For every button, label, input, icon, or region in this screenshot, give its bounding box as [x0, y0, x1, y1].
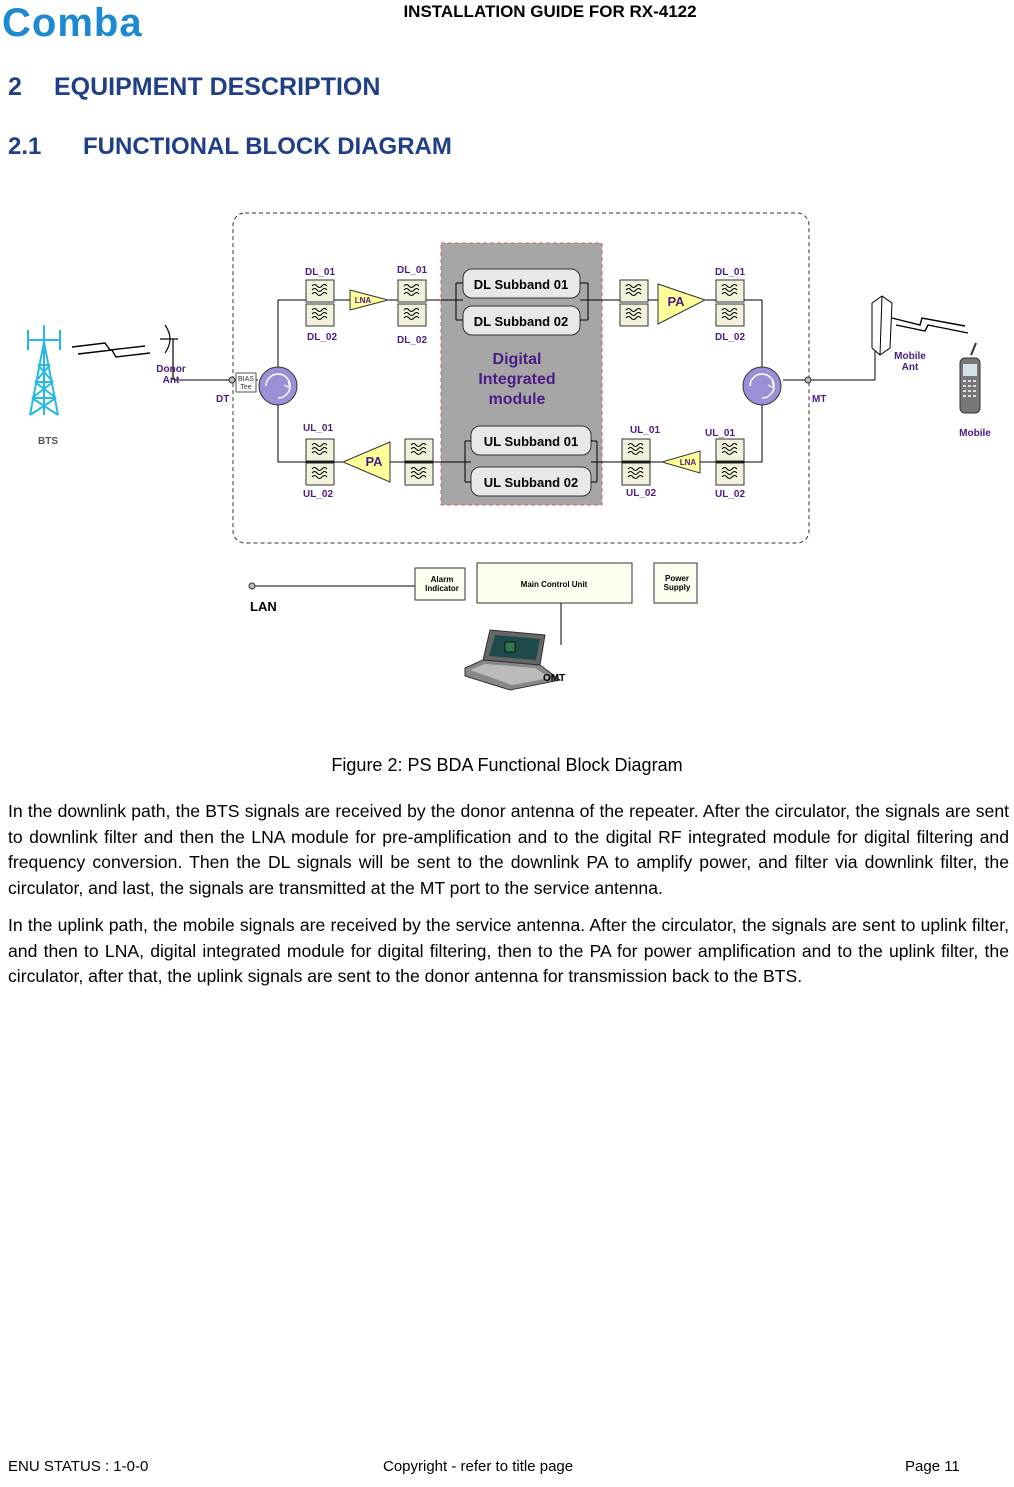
section-title: EQUIPMENT DESCRIPTION: [54, 73, 381, 101]
comba-logo: Comba: [2, 2, 143, 44]
ul-subband-02: UL Subband 02: [470, 466, 592, 497]
svg-text:Comba: Comba: [2, 2, 143, 44]
document-title: INSTALLATION GUIDE FOR RX-4122: [403, 2, 697, 21]
svg-text:Tee: Tee: [240, 384, 251, 391]
mobile-label: Mobile: [959, 428, 991, 439]
donor-antenna: [160, 324, 178, 380]
svg-text:LNA: LNA: [355, 296, 372, 305]
lan-label: LAN: [250, 599, 277, 614]
subsection-heading: 2.1 FUNCTIONAL BLOCK DIAGRAM: [8, 133, 452, 161]
dt-label: DT: [216, 394, 229, 405]
svg-text:DL_01: DL_01: [305, 267, 335, 278]
dl-input-filter: [305, 279, 335, 327]
footer-page-number: Page 11: [905, 1458, 960, 1475]
omt-label: OMT: [543, 673, 565, 684]
svg-text:LNA: LNA: [680, 458, 697, 467]
uplink-paragraph: In the uplink path, the mobile signals a…: [8, 915, 1009, 987]
ul-input-filter: [715, 438, 745, 486]
ul-pa-filter: [404, 438, 434, 486]
svg-text:DL_01: DL_01: [397, 265, 427, 276]
figure-caption: Figure 2: PS BDA Functional Block Diagra…: [331, 755, 683, 775]
dl-subband-01: DL Subband 01: [462, 268, 581, 299]
dl-lna: LNA: [349, 289, 390, 311]
dl-subband-02: DL Subband 02: [462, 305, 581, 336]
svg-text:UL_01: UL_01: [303, 423, 333, 434]
footer-status: ENU STATUS : 1-0-0: [8, 1458, 149, 1475]
svg-text:DL Subband 01: DL Subband 01: [474, 277, 568, 292]
svg-text:PA: PA: [365, 454, 383, 469]
mobile-phone-icon: [959, 342, 981, 414]
dt-port: [228, 376, 236, 384]
svg-text:Indicator: Indicator: [425, 584, 459, 593]
subsection-title: FUNCTIONAL BLOCK DIAGRAM: [83, 133, 452, 160]
svg-text:Supply: Supply: [664, 583, 691, 592]
dl-output-filter: [715, 279, 745, 327]
svg-text:UL_01: UL_01: [705, 428, 735, 439]
band-labels: DL_01 DL_02 DL_01 DL_02 DL_01 DL_02 UL_0…: [303, 265, 745, 500]
dl-lna-filter: [397, 279, 427, 327]
svg-text:BIAS: BIAS: [238, 376, 254, 383]
power-supply: Power Supply: [653, 562, 698, 604]
svg-text:UL_02: UL_02: [715, 489, 745, 500]
ul-lna: LNA: [660, 450, 701, 474]
dl-pa: PA: [657, 283, 707, 325]
ul-output-filter: [305, 438, 335, 486]
svg-text:UL Subband 01: UL Subband 01: [484, 434, 578, 449]
svg-text:DL_01: DL_01: [715, 267, 745, 278]
svg-text:UL_01: UL_01: [630, 425, 660, 436]
ul-lna-filter: [621, 438, 651, 486]
footer-copyright: Copyright - refer to title page: [383, 1458, 574, 1475]
svg-text:Alarm: Alarm: [431, 575, 454, 584]
donor-circulator: [258, 366, 298, 406]
donor-link-bolt: [71, 342, 151, 358]
section-heading: 2 EQUIPMENT DESCRIPTION: [8, 73, 380, 102]
svg-text:DL_02: DL_02: [307, 332, 337, 343]
subsection-number: 2.1: [8, 133, 42, 160]
mt-label: MT: [812, 394, 826, 405]
svg-text:UL Subband 02: UL Subband 02: [484, 475, 578, 490]
svg-text:Power: Power: [665, 574, 689, 583]
downlink-paragraph: In the downlink path, the BTS signals ar…: [8, 801, 1009, 898]
service-circulator: [742, 366, 782, 406]
mt-port: [804, 376, 812, 384]
laptop-icon: [464, 629, 562, 691]
svg-text:UL_02: UL_02: [626, 488, 656, 499]
svg-text:DL_02: DL_02: [715, 332, 745, 343]
alarm-indicator: Alarm Indicator: [414, 567, 466, 601]
lan-port: [248, 582, 256, 590]
section-number: 2: [8, 73, 22, 101]
ul-subband-01: UL Subband 01: [470, 425, 592, 456]
svg-text:PA: PA: [667, 294, 685, 309]
mobile-antenna: [871, 295, 893, 356]
bts-tower: [27, 325, 61, 416]
svg-text:Main Control Unit: Main Control Unit: [521, 580, 588, 589]
mobile-link-bolt: [891, 317, 969, 334]
svg-text:UL_02: UL_02: [303, 489, 333, 500]
svg-text:DL_02: DL_02: [397, 335, 427, 346]
ul-pa: PA: [341, 441, 391, 483]
bias-tee: BIAS Tee: [235, 372, 257, 393]
svg-text:DL Subband 02: DL Subband 02: [474, 314, 568, 329]
bts-label: BTS: [38, 436, 58, 447]
main-control-unit: Main Control Unit: [476, 562, 633, 604]
dl-module-output-filter: [619, 279, 649, 327]
